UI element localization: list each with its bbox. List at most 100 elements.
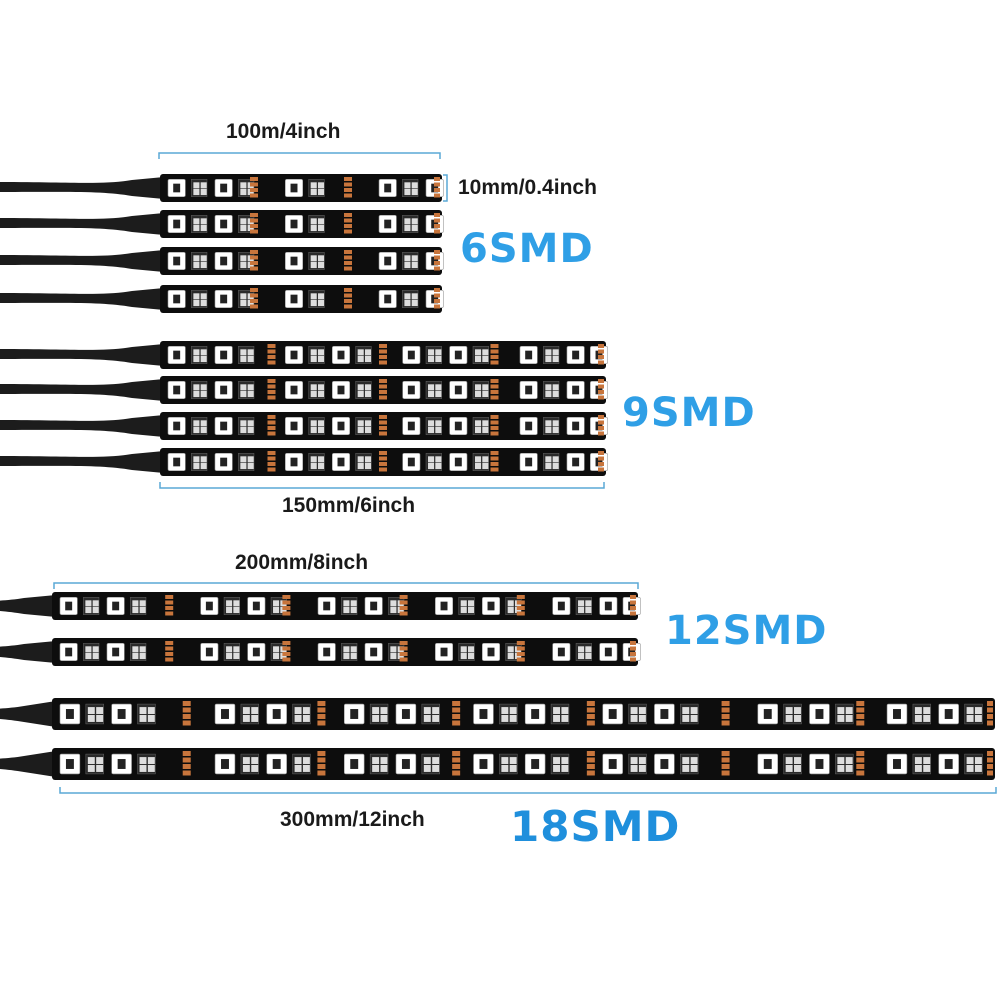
- copper-pad: [630, 611, 636, 616]
- led-die: [401, 759, 410, 769]
- group-label-12smd: 12SMD: [665, 608, 828, 654]
- copper-pad: [586, 751, 595, 756]
- copper-pad: [630, 646, 636, 651]
- cable-icon: [0, 641, 56, 663]
- led-die: [815, 709, 824, 719]
- resistor: [482, 391, 489, 398]
- resistor: [411, 189, 418, 196]
- led-die: [660, 709, 669, 719]
- copper-pad: [434, 293, 440, 298]
- copper-pad: [379, 395, 387, 400]
- strip-pcb: [52, 698, 995, 730]
- dimension-line-9smd: [159, 482, 605, 489]
- resistor: [585, 607, 592, 614]
- copper-pad: [250, 250, 258, 254]
- resistor: [475, 384, 482, 391]
- resistor: [411, 218, 418, 225]
- resistor: [432, 707, 440, 715]
- copper-pad: [987, 770, 993, 776]
- resistor: [974, 707, 982, 715]
- resistor: [404, 182, 411, 189]
- resistor: [690, 707, 698, 715]
- resistor: [435, 456, 442, 463]
- copper-pad: [721, 764, 730, 769]
- resistor: [132, 653, 139, 660]
- resistor: [553, 707, 561, 715]
- copper-pad: [379, 349, 387, 354]
- copper-pad: [250, 213, 258, 217]
- led-die: [440, 647, 448, 657]
- resistor: [273, 600, 280, 607]
- copper-pad: [317, 701, 326, 706]
- resistor: [966, 757, 974, 765]
- resistor: [317, 456, 325, 463]
- copper-pad: [267, 395, 276, 400]
- copper-pad: [490, 360, 499, 365]
- resistor: [423, 765, 431, 772]
- led-die: [525, 421, 533, 431]
- resistor: [578, 607, 585, 614]
- resistor: [435, 427, 442, 434]
- led-strip-icon: [0, 448, 608, 476]
- resistor: [200, 182, 207, 189]
- resistor: [545, 356, 552, 363]
- cable-icon: [0, 288, 164, 310]
- resistor: [251, 765, 259, 772]
- led-die: [487, 647, 495, 657]
- resistor: [914, 715, 922, 722]
- copper-pad: [250, 229, 258, 234]
- resistor: [247, 420, 254, 427]
- resistor: [914, 707, 922, 715]
- resistor: [545, 427, 552, 434]
- resistor: [357, 391, 364, 398]
- led-die: [323, 647, 331, 657]
- led-die: [407, 457, 415, 467]
- led-die: [220, 457, 228, 467]
- copper-pad: [630, 600, 636, 605]
- cable-icon: [0, 451, 164, 473]
- resistor: [467, 600, 475, 607]
- led-die: [384, 183, 392, 193]
- copper-pad: [282, 652, 291, 656]
- led-die: [479, 709, 488, 719]
- copper-pad: [399, 646, 408, 651]
- resistor: [785, 707, 793, 715]
- led-strip-icon: [0, 174, 444, 202]
- copper-pad: [344, 177, 352, 181]
- resistor: [310, 189, 317, 196]
- copper-pad: [250, 261, 258, 265]
- resistor: [638, 765, 646, 772]
- resistor: [630, 765, 638, 772]
- resistor: [545, 463, 552, 470]
- resistor: [294, 715, 302, 722]
- resistor: [200, 356, 207, 363]
- copper-pad: [282, 595, 291, 599]
- copper-pad: [379, 467, 387, 472]
- resistor: [411, 225, 418, 232]
- resistor: [690, 715, 698, 722]
- copper-pad: [516, 652, 525, 656]
- copper-pad: [516, 595, 525, 599]
- copper-pad: [490, 415, 499, 419]
- led-strip-icon: [0, 376, 608, 404]
- copper-pad: [344, 193, 352, 198]
- resistor: [561, 707, 569, 715]
- copper-pad: [516, 657, 525, 662]
- copper-pad: [721, 751, 730, 756]
- led-die: [525, 385, 533, 395]
- resistor: [357, 463, 364, 470]
- copper-pad: [344, 299, 352, 303]
- resistor: [460, 653, 467, 660]
- copper-pad: [250, 188, 258, 192]
- resistor: [364, 391, 372, 398]
- led-die: [337, 457, 345, 467]
- resistor: [147, 707, 155, 715]
- led-die: [479, 759, 488, 769]
- led-die: [454, 385, 462, 395]
- copper-pad: [250, 224, 258, 228]
- resistor: [193, 349, 200, 356]
- resistor: [545, 456, 552, 463]
- cable-icon: [0, 751, 56, 777]
- resistor: [310, 300, 317, 307]
- resistor: [482, 420, 489, 427]
